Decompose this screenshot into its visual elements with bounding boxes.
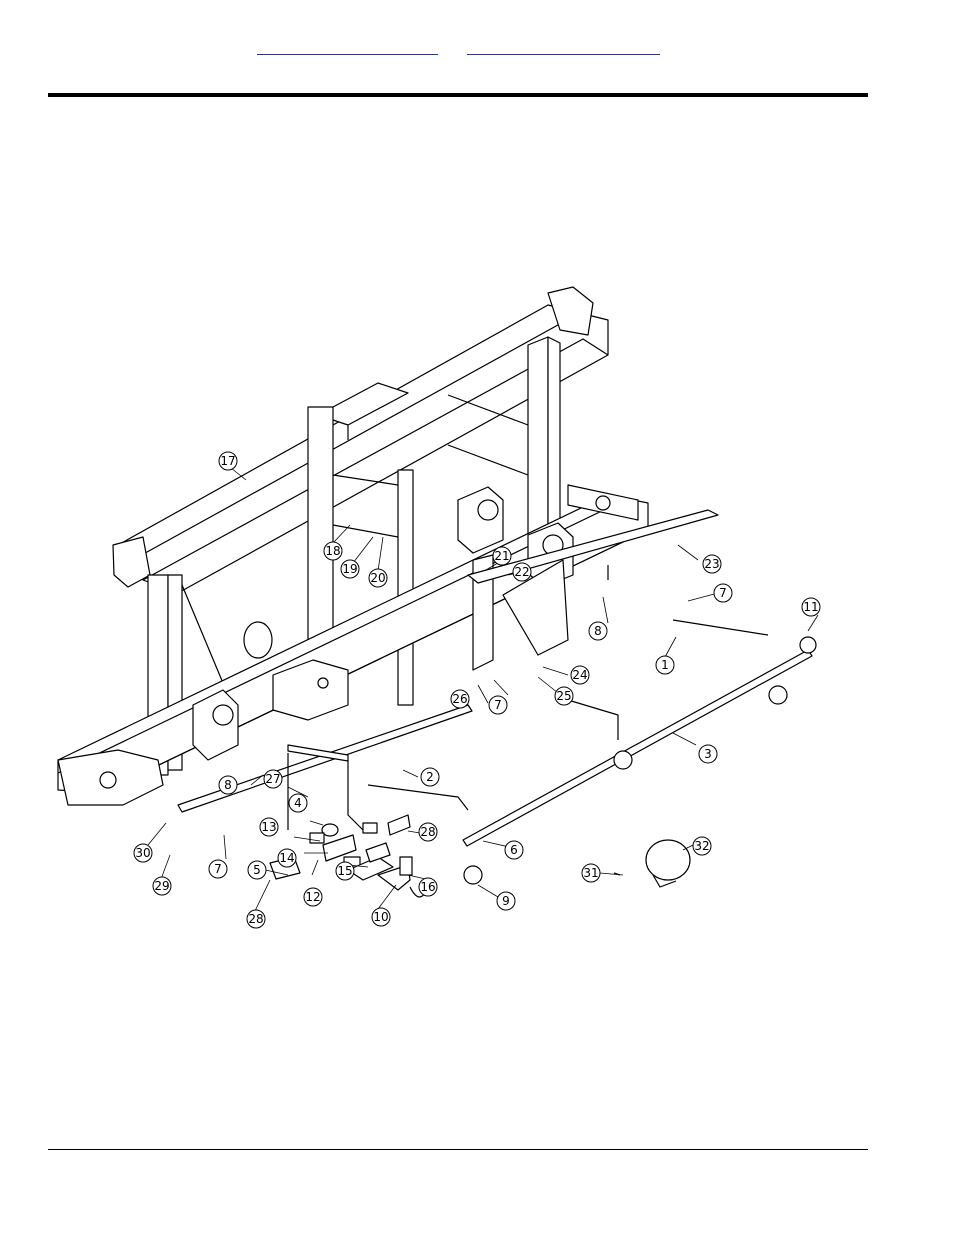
callout-14: 14	[277, 848, 297, 868]
callout-6: 6	[504, 840, 524, 860]
callout-18: 18	[323, 541, 343, 561]
callout-13: 13	[259, 817, 279, 837]
callout-label: 7	[214, 862, 222, 876]
fittings	[269, 814, 429, 898]
callout-1: 1	[655, 655, 675, 675]
rear-toolbar	[467, 509, 719, 584]
callout-16: 16	[418, 877, 438, 897]
callout-21: 21	[492, 546, 512, 566]
callout-29: 29	[152, 876, 172, 896]
callout-label: 7	[719, 586, 727, 600]
callout-26: 26	[450, 689, 470, 709]
callout-label: 21	[494, 549, 509, 563]
callout-label: 8	[224, 778, 232, 792]
callout-label: 12	[305, 890, 320, 904]
callout-layer: 1234567778891011121314151617181920212223…	[133, 451, 821, 929]
callout-30: 30	[133, 843, 153, 863]
callout-28: 28	[246, 909, 266, 929]
callout-label: 29	[154, 879, 169, 893]
callout-28: 28	[418, 822, 438, 842]
callout-24: 24	[570, 665, 590, 685]
callout-label: 27	[265, 772, 280, 786]
callout-label: 15	[337, 864, 352, 878]
callout-20: 20	[368, 568, 388, 588]
callout-23: 23	[702, 554, 722, 574]
spray-pipes	[177, 619, 817, 885]
callout-4: 4	[288, 793, 308, 813]
callout-label: 18	[325, 544, 340, 558]
callout-label: 23	[704, 557, 719, 571]
callout-8: 8	[218, 775, 238, 795]
center-mount	[272, 554, 569, 721]
callout-label: 7	[494, 698, 502, 712]
header-link-1[interactable]	[257, 40, 438, 55]
callout-12: 12	[303, 887, 323, 907]
callout-3: 3	[698, 744, 718, 764]
callout-label: 32	[694, 839, 709, 853]
callout-5: 5	[247, 860, 267, 880]
callout-label: 28	[420, 825, 435, 839]
callout-label: 10	[373, 910, 388, 924]
upper-frame	[112, 286, 609, 594]
callout-8: 8	[588, 621, 608, 641]
callout-7: 7	[208, 859, 228, 879]
callout-label: 11	[803, 600, 818, 614]
callout-2: 2	[420, 767, 440, 787]
callout-label: 13	[261, 820, 276, 834]
callout-label: 31	[583, 866, 598, 880]
callout-22: 22	[512, 562, 532, 582]
callout-17: 17	[218, 451, 238, 471]
callout-label: 14	[279, 851, 294, 865]
callout-10: 10	[371, 907, 391, 927]
callout-label: 3	[704, 747, 712, 761]
callout-label: 8	[594, 624, 602, 638]
callout-label: 19	[342, 562, 357, 576]
parts-diagram: 1234567778891011121314151617181920212223…	[57, 286, 821, 929]
callout-label: 26	[452, 692, 467, 706]
hose-clamp	[613, 839, 691, 888]
callout-label: 25	[556, 689, 571, 703]
callout-label: 6	[510, 843, 518, 857]
callout-15: 15	[335, 861, 355, 881]
callout-11: 11	[801, 597, 821, 617]
callout-label: 24	[572, 668, 587, 682]
callout-7: 7	[488, 695, 508, 715]
callout-19: 19	[340, 559, 360, 579]
callout-label: 20	[370, 571, 385, 585]
callout-25: 25	[554, 686, 574, 706]
callout-label: 28	[248, 912, 263, 926]
callout-label: 5	[253, 863, 261, 877]
callout-7: 7	[713, 583, 733, 603]
callout-9: 9	[496, 891, 516, 911]
callout-label: 30	[135, 846, 150, 860]
top-rule	[48, 93, 868, 97]
callout-label: 1	[661, 658, 669, 672]
callout-label: 16	[420, 880, 435, 894]
bottom-rule	[48, 1149, 868, 1150]
header-link-2[interactable]	[467, 40, 660, 55]
callout-label: 2	[426, 770, 434, 784]
callout-label: 4	[294, 796, 302, 810]
callout-32: 32	[692, 836, 712, 856]
callout-27: 27	[263, 769, 283, 789]
callout-label: 9	[502, 894, 510, 908]
callout-label: 17	[220, 454, 235, 468]
callout-31: 31	[581, 863, 601, 883]
callout-label: 22	[514, 565, 529, 579]
